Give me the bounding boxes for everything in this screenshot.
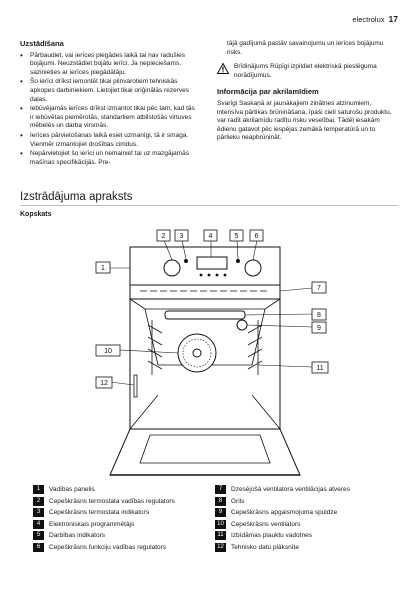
subheading: Kopskats <box>20 211 52 218</box>
acrylamide-body: Svarīgi Saskaņā ar jaunākajiem zinātnes … <box>217 99 392 142</box>
callout-11: 11 <box>311 361 329 374</box>
acrylamide-heading: Informācija par akrilamīdiem <box>217 87 319 97</box>
right-column: tājā gadījumā pastāv savainojumu un ierī… <box>217 40 397 143</box>
left-column: Uzstādīšana Pārbaudiet, vai ierīces pieg… <box>20 39 198 168</box>
continuation-text: tājā gadījumā pastāv savainojumu un ierī… <box>227 40 384 56</box>
svg-text:2: 2 <box>162 233 166 240</box>
callout-8: 8 <box>311 308 327 321</box>
svg-text:9: 9 <box>317 325 321 332</box>
svg-text:3: 3 <box>180 233 184 240</box>
warning-note: Brīdinājums Rūpīgi izpildiet elektriskā … <box>217 63 397 80</box>
rating-plate <box>133 374 138 398</box>
oven-door <box>109 428 301 476</box>
svg-text:5: 5 <box>235 233 239 240</box>
svg-text:7: 7 <box>317 285 321 292</box>
section-title: Izstrādājuma apraksts <box>20 191 133 203</box>
list-item: Ierīces pārvietošanas laikā esiet uzmanī… <box>20 132 198 149</box>
svg-text:8: 8 <box>317 312 321 319</box>
section-divider <box>20 205 398 206</box>
callout-1: 1 <box>95 261 111 274</box>
warning-text: Brīdinājums Rūpīgi izpildiet elektriskā … <box>234 63 377 79</box>
svg-text:6: 6 <box>255 233 259 240</box>
page-number: 17 <box>388 14 398 24</box>
list-item: Nepārvietojiet šo ierīci un nemainiet ta… <box>20 150 198 167</box>
power-indicator <box>236 259 240 263</box>
callout-12: 12 <box>95 376 113 389</box>
svg-text:1: 1 <box>101 265 105 272</box>
brand-name: electrolux <box>352 15 385 24</box>
list-item: Šo ierīci drīkst iemontēt tikai pilnvaro… <box>20 78 198 104</box>
installation-list: Pārbaudiet, vai ierīces piegādes laikā t… <box>20 52 198 168</box>
cooling-vents <box>129 284 281 300</box>
oven-diagram: 2 3 4 5 6 1 7 8 9 10 11 12 <box>95 229 329 476</box>
list-item: Iebūvējamās ierīces drīkst izmantot tika… <box>20 105 198 131</box>
warning-triangle-icon <box>217 63 229 75</box>
function-knob <box>244 259 262 277</box>
installation-heading: Uzstādīšana <box>20 39 64 48</box>
callout-5: 5 <box>229 229 244 242</box>
svg-text:10: 10 <box>104 348 112 355</box>
oven-lamp <box>236 319 248 331</box>
svg-text:11: 11 <box>316 365 323 372</box>
callout-3: 3 <box>174 229 189 242</box>
svg-text:4: 4 <box>209 233 213 240</box>
thermostat-knob <box>163 259 181 277</box>
callout-4: 4 <box>203 229 218 242</box>
programmer-display <box>196 256 228 270</box>
list-item: Pārbaudiet, vai ierīces piegādes laikā t… <box>20 52 198 78</box>
callout-7: 7 <box>311 281 327 294</box>
thermostat-indicator <box>184 259 188 263</box>
callout-9: 9 <box>311 321 327 334</box>
callout-6: 6 <box>249 229 264 242</box>
callout-2: 2 <box>156 229 171 242</box>
callout-10: 10 <box>95 344 121 357</box>
svg-text:12: 12 <box>100 380 108 387</box>
